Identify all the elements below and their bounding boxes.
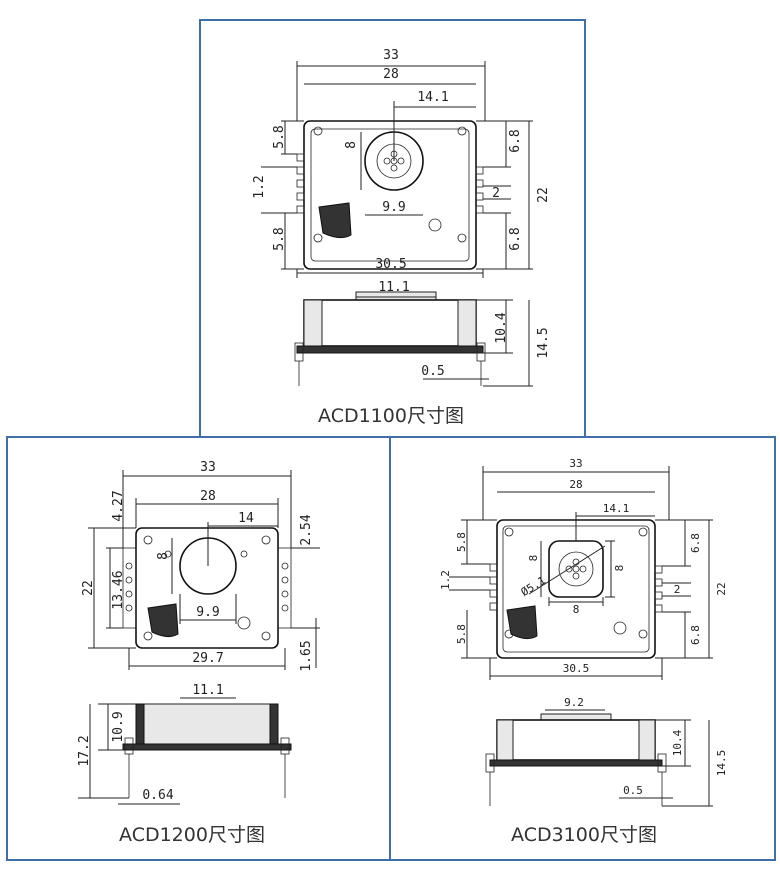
acd3100-right-bottom: 6.8 [689,625,702,645]
acd1200-side-body [135,703,279,745]
acd1200-right-pins [281,562,289,612]
acd1200-side-total-height: 17.2 [77,735,92,766]
acd3100-center-offset: 14.1 [603,502,630,515]
acd3100-width-inner: 28 [569,478,582,491]
acd3100-drawing: 33 28 14.1 5.8 1.2 5.8 8 8 Ø5.1 8 6.8 2 … [439,457,728,846]
acd1100-right-pins [475,166,484,214]
acd1200-right-top: 2.54 [299,514,314,545]
acd3100-side-window [540,713,612,721]
acd1100-mount-hole-tr [457,126,467,136]
acd3100-side-body-height: 10.4 [671,729,684,756]
acd1200-side-pin: 0.64 [142,788,173,803]
acd1100-left-top: 5.8 [272,125,287,148]
acd1100-side-pcb [296,345,484,354]
acd1200-side-pcb [122,743,292,751]
acd1200-left-tab [122,547,137,629]
acd1200-connector-latch [147,603,179,638]
acd1200-side-body-height: 10.9 [111,711,126,742]
acd3100-sensor-height-right: 8 [613,565,626,572]
acd1100-base-width: 30.5 [375,257,406,272]
acd1100-drawing: 33 28 14.1 5.8 1.2 5.8 8 9.9 6.8 2 6.8 2… [252,48,551,427]
acd1100-side-total-height: 14.5 [536,327,551,358]
acd1200-center-offset: 14 [238,511,254,526]
acd1200-base-width: 29.7 [192,651,223,666]
acd3100-left-top: 5.8 [455,532,468,552]
acd1100-right-pitch: 2 [492,186,500,201]
acd1100-side-window-label: 11.1 [378,280,409,295]
acd3100-side-window-label: 9.2 [564,696,584,709]
acd1100-side-body [303,299,477,347]
acd1100-left-pins [296,153,305,214]
acd1100-height: 22 [536,187,551,203]
acd1200-height: 22 [81,580,96,596]
acd1100-mount-hole-bl [313,233,323,243]
acd1100-sensor-height: 8 [344,141,359,149]
acd1200-side-window-label: 11.1 [192,683,223,698]
acd1200-left-top: 4.27 [111,490,126,521]
acd1100-side-pin: 0.5 [421,364,444,379]
acd1200-panel: 33 28 14 4.27 22 13.46 8 9.9 2.54 1.65 2… [6,436,391,861]
acd3100-width-outer: 33 [569,457,582,470]
acd3100-left-bottom: 5.8 [455,624,468,644]
acd3100-right-pitch: 2 [674,583,681,596]
acd1200-width-outer: 33 [200,460,216,475]
acd1100-right-top: 6.8 [508,129,523,152]
acd3100-side-pin: 0.5 [623,784,643,797]
acd1100-sensor-width: 9.9 [382,200,405,215]
acd1100-pin-pitch: 1.2 [252,175,267,198]
acd1100-left-bottom: 5.8 [272,227,287,250]
acd1200-width-inner: 28 [200,489,216,504]
acd1100-caption: ACD1100尺寸图 [318,405,464,427]
acd1100-width-outer: 33 [383,48,399,63]
acd1200-left-mid: 13.46 [111,570,126,609]
acd3100-connector-latch [506,605,538,640]
acd1100-mount-hole-br [457,233,467,243]
acd3100-right-pins [654,565,663,613]
acd3100-height: 22 [715,582,728,595]
acd3100-left-pins [489,563,498,611]
acd1100-top-inner [310,128,470,262]
acd3100-pin-pitch: 1.2 [439,570,452,590]
acd1100-side-body-height: 10.4 [494,312,509,343]
acd1100-panel: 33 28 14.1 5.8 1.2 5.8 8 9.9 6.8 2 6.8 2… [199,19,586,439]
acd1200-caption: ACD1200尺寸图 [119,824,265,846]
acd1200-sensor-height: 8 [156,552,171,560]
acd1200-right-bottom: 1.65 [299,640,314,671]
acd3100-base-width: 30.5 [563,662,590,675]
acd1100-center-offset: 14.1 [417,90,448,105]
acd1200-left-pins [125,562,133,612]
acd3100-right-top: 6.8 [689,533,702,553]
acd3100-sensor-housing [548,540,604,598]
acd3100-side-body [496,719,656,761]
acd3100-panel: 33 28 14.1 5.8 1.2 5.8 8 8 Ø5.1 8 6.8 2 … [389,436,776,861]
acd3100-caption: ACD3100尺寸图 [511,824,657,846]
acd3100-side-total-height: 14.5 [715,750,728,777]
acd1100-connector-latch [318,202,352,239]
acd1200-right-tab [277,547,292,629]
acd1100-width-inner: 28 [383,67,399,82]
acd3100-sensor-height: 8 [527,555,540,562]
acd1100-mount-hole-tl [313,126,323,136]
acd3100-sensor-width: 8 [573,603,580,616]
acd1200-drawing: 33 28 14 4.27 22 13.46 8 9.9 2.54 1.65 2… [77,460,320,846]
acd1100-small-hole [428,218,442,232]
acd1100-right-bottom: 6.8 [508,227,523,250]
acd3100-sensor-face [558,551,594,587]
acd1200-sensor-width: 9.9 [196,605,219,620]
acd3100-side-pcb [489,759,663,767]
